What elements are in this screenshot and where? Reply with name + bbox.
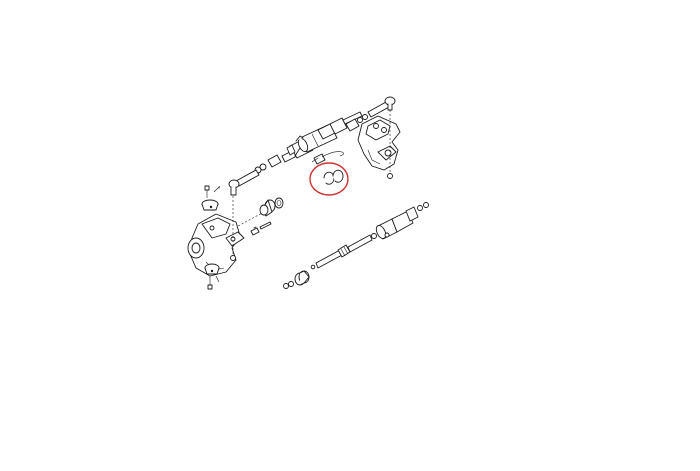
steering-cylinder-assembled xyxy=(281,111,363,163)
alignment-line-2 xyxy=(237,211,265,227)
highlight-circle xyxy=(309,162,349,196)
nut xyxy=(230,255,236,261)
bolts xyxy=(250,221,272,236)
right-tie-rod xyxy=(345,96,396,132)
bushing xyxy=(259,199,276,217)
left-tie-rod xyxy=(228,154,282,196)
right-steering-knuckle xyxy=(357,110,401,179)
king-pin-cap-bottom xyxy=(204,263,220,290)
steering-cylinder-exploded xyxy=(283,202,429,289)
seal xyxy=(274,197,284,209)
king-pin-cap-top xyxy=(201,185,220,211)
snap-rings xyxy=(323,169,344,185)
left-steering-knuckle xyxy=(187,213,245,277)
hose-fitting xyxy=(311,151,344,165)
